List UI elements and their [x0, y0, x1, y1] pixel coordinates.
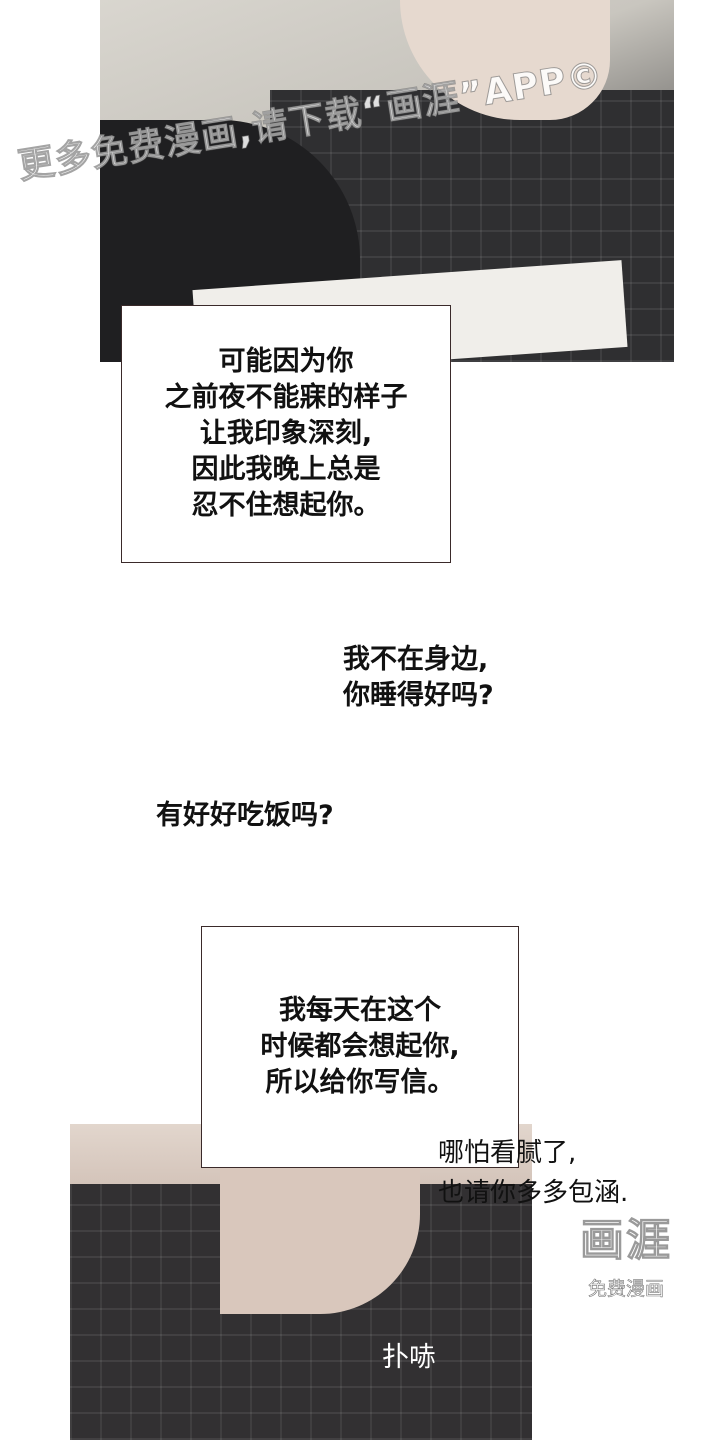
monologue-line-2: 有好好吃饭吗? [156, 800, 334, 831]
speech-box-1-text: 可能因为你 之前夜不能寐的样子 让我印象深刻, 因此我晚上总是 忍不住想起你。 [164, 346, 408, 521]
monologue-line-3: 哪怕看腻了, 也请你多多包涵. [438, 1138, 629, 1208]
brand-logo-caption: 免费漫画 [587, 1278, 665, 1301]
brand-logo: 画涯 免费漫画 [566, 1204, 686, 1304]
bottom-comic-panel [70, 1124, 532, 1440]
sfx-text: 扑哧 [382, 1342, 436, 1373]
monologue-line-1: 我不在身边, 你睡得好吗? [343, 644, 494, 711]
speech-box-2-text: 我每天在这个 时候都会想起你, 所以给你写信。 [260, 995, 460, 1098]
plaid-scarf-bottom [70, 1184, 532, 1440]
speech-box-2: 我每天在这个 时候都会想起你, 所以给你写信。 [201, 926, 519, 1168]
brand-logo-mark: 画涯 [580, 1215, 672, 1267]
speech-box-1: 可能因为你 之前夜不能寐的样子 让我印象深刻, 因此我晚上总是 忍不住想起你。 [121, 305, 451, 563]
top-comic-panel [100, 0, 674, 362]
